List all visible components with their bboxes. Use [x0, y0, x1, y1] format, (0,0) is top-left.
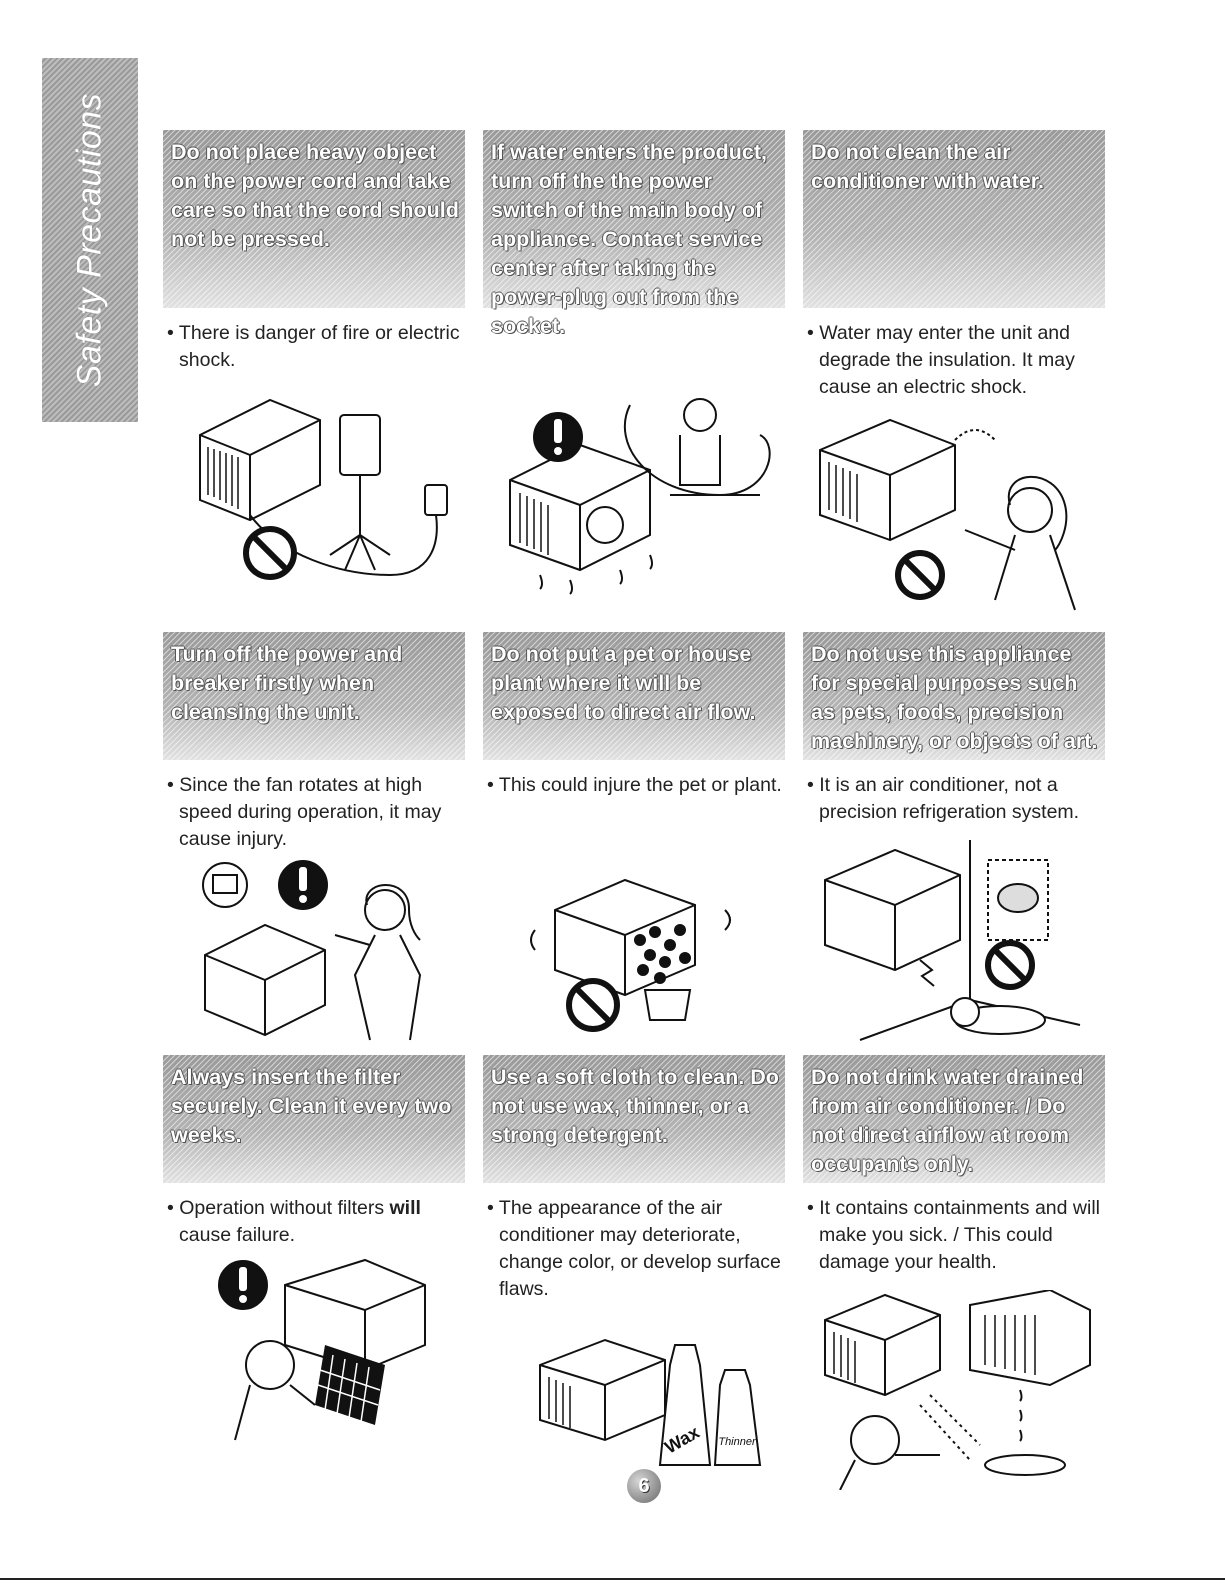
precaution-note: • Operation without filters will cause f… — [167, 1197, 421, 1246]
thinner-label: Thinner — [718, 1436, 757, 1448]
precaution-note: • This could injure the pet or plant. — [487, 774, 782, 796]
precaution-heading: Turn off the power and breaker firstly w… — [163, 632, 465, 760]
precaution-heading: Do not use this appliance for special pu… — [803, 632, 1105, 760]
exclamation-icon — [533, 412, 583, 462]
precaution-heading: Do not put a pet or house plant where it… — [483, 632, 785, 760]
precaution-heading: Do not place heavy object on the power c… — [163, 130, 465, 308]
precaution-note: • Water may enter the unit and degrade t… — [807, 322, 1075, 398]
illustration-spray-water — [819, 418, 1076, 611]
precaution-heading: Always insert the filter securely. Clean… — [163, 1055, 465, 1183]
illustration-breaker — [202, 860, 422, 1041]
illustration-pet-art — [824, 840, 1081, 1041]
precaution-heading: If water enters the product, turn off th… — [483, 130, 785, 338]
precaution-note: • Since the fan rotates at high speed du… — [167, 774, 442, 850]
precaution-card-5: Do not put a pet or house plant where it… — [483, 632, 785, 799]
precaution-heading: Do not clean the air conditioner with wa… — [803, 130, 1105, 308]
precaution-heading: Do not drink water drained from air cond… — [803, 1055, 1105, 1183]
exclamation-icon — [218, 1260, 268, 1310]
illustration-drained-water — [824, 1290, 1091, 1490]
bottom-rule — [0, 1578, 1225, 1580]
precaution-card-3: Do not clean the air conditioner with wa… — [803, 130, 1105, 401]
precaution-card-6: Do not use this appliance for special pu… — [803, 632, 1105, 826]
precaution-card-4: Turn off the power and breaker firstly w… — [163, 632, 465, 853]
illustration-cord-chair — [199, 398, 448, 580]
exclamation-icon — [278, 860, 328, 910]
precaution-card-1: Do not place heavy object on the power c… — [163, 130, 465, 374]
illustration-insert-filter — [218, 1258, 426, 1441]
precaution-note: • There is danger of fire or electric sh… — [167, 322, 460, 371]
illustration-water-enters — [509, 398, 771, 595]
prohibition-icon — [243, 526, 297, 580]
precaution-note: • It is an air conditioner, not a precis… — [807, 774, 1080, 823]
page-number: 6 — [627, 1469, 661, 1503]
precaution-note: • It contains containments and will make… — [807, 1197, 1100, 1273]
illustration-wax-thinner: Wax Thinner — [539, 1338, 762, 1466]
prohibition-icon — [566, 978, 620, 1032]
prohibition-icon — [985, 940, 1035, 990]
precaution-heading: Use a soft cloth to clean. Do not use wa… — [483, 1055, 785, 1183]
precaution-card-8: Use a soft cloth to clean. Do not use wa… — [483, 1055, 785, 1303]
precaution-card-7: Always insert the filter securely. Clean… — [163, 1055, 465, 1249]
section-tab: Safety Precautions — [42, 58, 138, 422]
illustration-plant-airflow — [530, 878, 731, 1032]
precaution-card-2: If water enters the product, turn off th… — [483, 130, 785, 338]
precaution-note: • The appearance of the air conditioner … — [487, 1197, 781, 1300]
section-tab-label: Safety Precautions — [70, 92, 109, 388]
prohibition-icon — [895, 550, 945, 600]
precaution-card-9: Do not drink water drained from air cond… — [803, 1055, 1105, 1276]
